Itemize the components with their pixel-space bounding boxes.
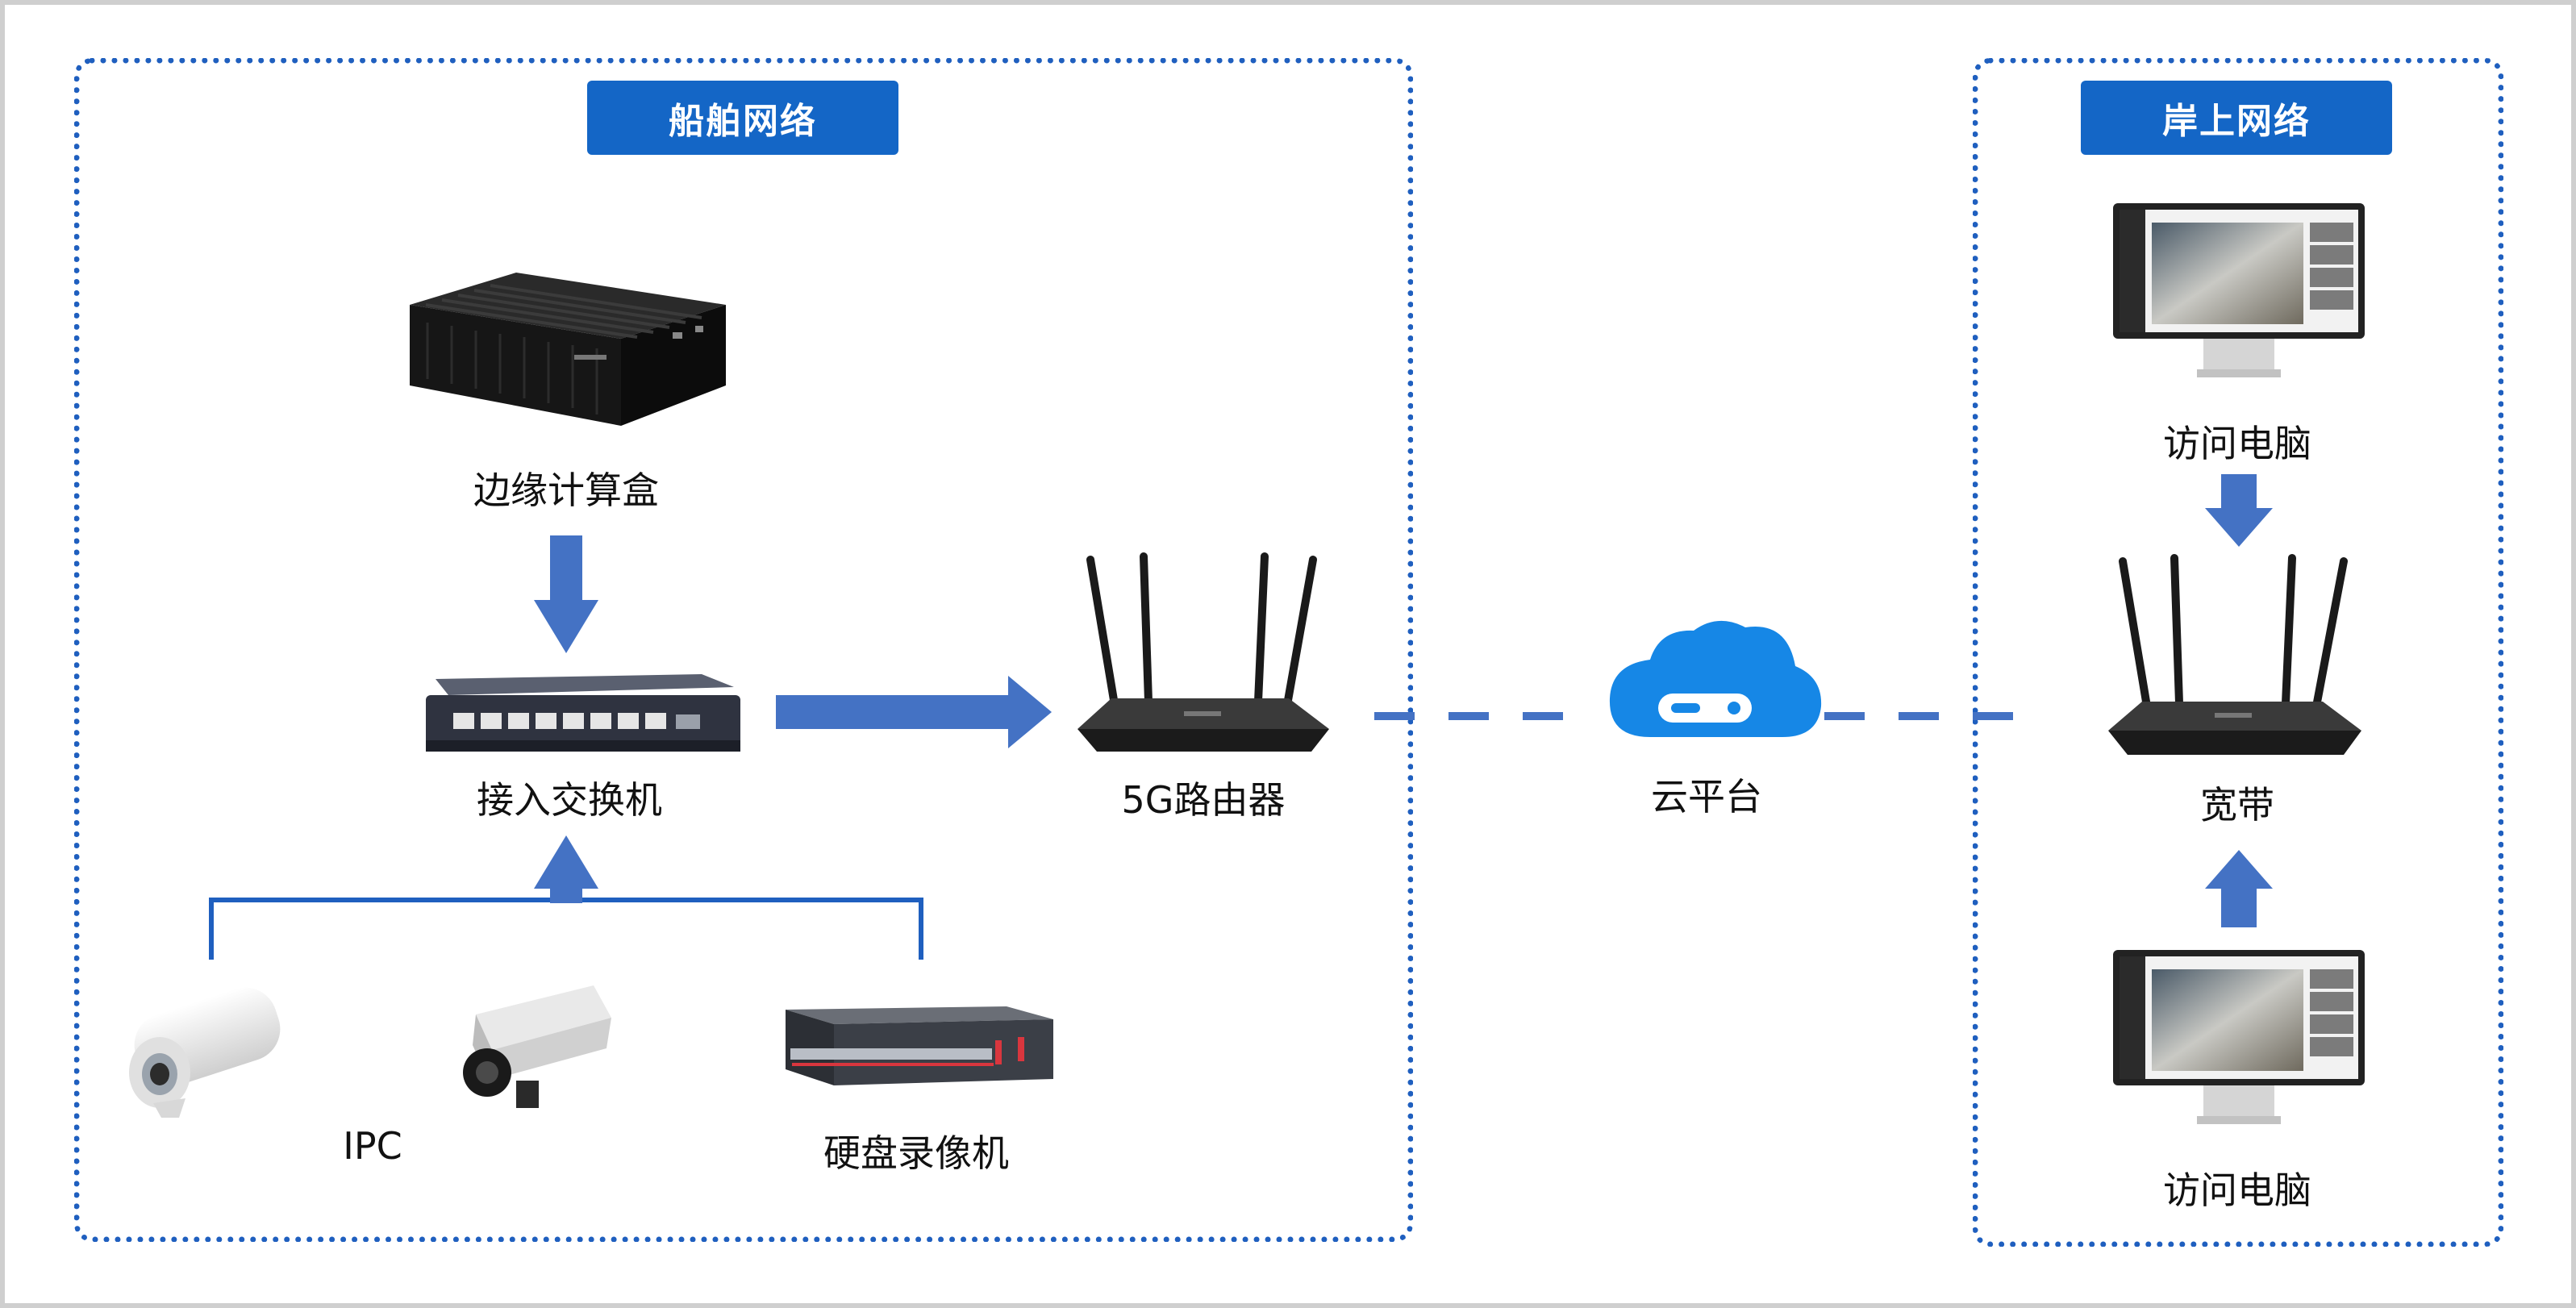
router-5g-icon bbox=[1078, 552, 1329, 752]
switch-label: 接入交换机 bbox=[477, 778, 662, 822]
router-5g-label: 5G路由器 bbox=[1121, 778, 1286, 822]
nvr-label: 硬盘录像机 bbox=[823, 1131, 1009, 1175]
ipc-bullet-camera-icon bbox=[129, 987, 281, 1118]
pc-bottom-label: 访问电脑 bbox=[2163, 1168, 2311, 1212]
shore-network-region bbox=[1973, 58, 2503, 1247]
access-switch-icon bbox=[426, 674, 740, 752]
broadband-router-icon bbox=[2108, 554, 2361, 755]
ipc-box-camera-icon bbox=[463, 985, 611, 1108]
arrow-pc-bottom-to-broadband bbox=[2205, 850, 2273, 927]
cloud-label: 云平台 bbox=[1651, 775, 1762, 819]
arrow-switch-to-router bbox=[776, 676, 1052, 748]
nvr-icon bbox=[786, 1006, 1053, 1085]
access-pc-top-icon bbox=[2113, 203, 2365, 377]
ipc-label: IPC bbox=[343, 1124, 402, 1168]
edge-computing-box-icon bbox=[410, 273, 726, 426]
cloud-platform-icon bbox=[1609, 620, 1822, 737]
ship-network-title: 船舶网络 bbox=[587, 81, 898, 155]
collector-bracket bbox=[209, 894, 923, 960]
shore-network-title: 岸上网络 bbox=[2081, 81, 2392, 155]
access-pc-bottom-icon bbox=[2113, 950, 2365, 1124]
pc-top-label: 访问电脑 bbox=[2163, 422, 2311, 465]
arrow-edge-to-switch bbox=[534, 535, 598, 653]
edge-box-label: 边缘计算盒 bbox=[473, 469, 659, 512]
broadband-label: 宽带 bbox=[2200, 783, 2274, 827]
ship-network-region bbox=[74, 58, 1413, 1242]
arrow-pc-top-to-broadband bbox=[2205, 474, 2273, 547]
arrow-devices-to-switch bbox=[534, 835, 598, 902]
